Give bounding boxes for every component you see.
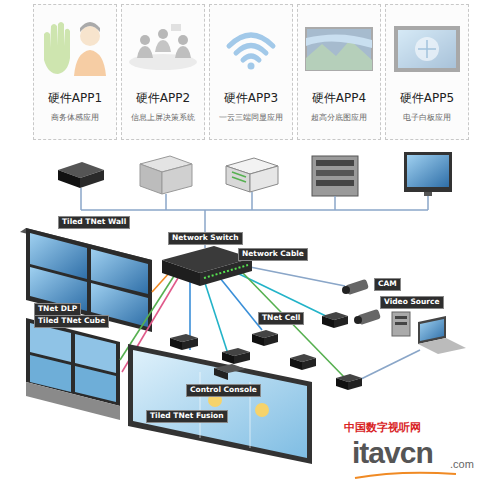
rect-shape [316,160,354,166]
rect-shape [404,152,452,192]
watermark: .com [450,458,474,471]
part-tag: Video Source [380,296,444,309]
app-card: 硬件APP1 商务体感应用 [33,4,117,140]
polygon-shape [322,316,334,328]
app-card: 硬件APP2 信息上屏决策系统 [121,4,205,140]
part-tag: Control Console [186,384,261,397]
circle-shape [354,316,362,324]
path-shape [251,192,253,210]
polygon-shape [26,382,120,420]
polygon-shape [302,358,316,370]
polygon-shape [222,352,234,364]
device-router [226,158,278,192]
polygon-shape [58,170,80,188]
device-server [140,156,192,194]
polygon-shape [214,368,228,380]
control-console [214,364,246,380]
polygon-shape [290,358,302,370]
projector [170,334,250,364]
polygon-shape [140,164,162,194]
polygon-shape [170,338,182,350]
card-subtitle: 电子白板应用 [403,113,451,123]
card-title: 硬件APP3 [224,91,278,105]
polygon-shape [26,228,152,332]
card-subtitle: 信息上屏决策系统 [131,113,195,123]
part-tag: TNet DLP [34,303,81,316]
polygon-shape [182,338,198,350]
card-title: 硬件APP5 [400,91,454,105]
fusion-screen [128,344,312,464]
path-shape [427,196,429,210]
part-tag: Tiled TNet Fusion [146,410,228,423]
polygon-shape [334,316,348,328]
path-shape [152,272,170,292]
path-shape [205,283,230,360]
polygon-shape [234,352,250,364]
card-title: 硬件APP4 [312,91,366,105]
card-title: 硬件APP2 [136,91,190,105]
video-source [392,312,410,336]
laptop [418,316,466,354]
rect-shape [424,192,432,196]
device-rack [312,156,358,196]
video-wall [20,228,152,332]
path-shape [81,209,428,211]
watermark-swoosh [355,473,456,478]
path-shape [165,194,167,210]
rect-shape [392,312,410,336]
rect-shape [395,316,407,319]
watermark: itavcn [352,436,433,471]
app-card: 硬件APP4 超高分底图应用 [297,4,381,140]
polygon-shape [226,166,250,192]
card-subtitle: 一云三端同显应用 [219,113,283,123]
path-shape [245,266,345,286]
circle-shape [342,286,350,294]
polygon-shape [250,166,278,192]
part-tag: Tiled TNet Wall [58,216,130,229]
path-shape [204,265,248,278]
dlp-cube [26,318,120,420]
polygon-shape [420,319,444,341]
polygon-shape [80,170,104,188]
path-shape [240,270,345,378]
watermark: 中国数字视听网 [344,422,421,435]
rect-shape [316,170,354,176]
rect-shape [395,322,407,325]
device-monitor [404,152,452,196]
part-tag: Tiled TNet Cube [34,315,109,328]
part-tag: CAM [374,278,401,291]
polygon-shape [252,334,264,346]
device-box [58,162,104,188]
polygon-shape [162,260,200,286]
part-tag: TNet Cell [258,312,304,325]
polygon-shape [200,258,252,286]
polygon-shape [162,164,192,194]
circle-shape [255,403,269,417]
polygon-shape [30,323,71,362]
app-card: 硬件APP5 电子白板应用 [385,4,469,140]
polygon-shape [75,334,116,373]
path-shape [355,350,420,382]
tnet-cell [252,312,362,390]
polygon-shape [128,344,312,464]
polygon-shape [336,378,348,390]
rect-shape [312,156,358,196]
part-tag: Network Cable [238,248,308,261]
polygon-shape [348,378,362,390]
path-shape [232,172,246,182]
bus-wire [81,188,428,248]
app-card: 硬件APP3 一云三端同显应用 [209,4,293,140]
card-subtitle: 超高分底图应用 [311,113,367,123]
card-subtitle: 商务体感应用 [51,113,99,123]
part-tag: Network Switch [168,232,243,245]
polygon-shape [264,334,278,346]
card-title: 硬件APP1 [48,91,102,105]
polygon-shape [418,338,466,354]
rect-shape [316,180,354,186]
path-shape [80,188,82,210]
path-shape [334,196,336,210]
rect-shape [407,155,449,187]
polygon-shape [133,350,307,458]
